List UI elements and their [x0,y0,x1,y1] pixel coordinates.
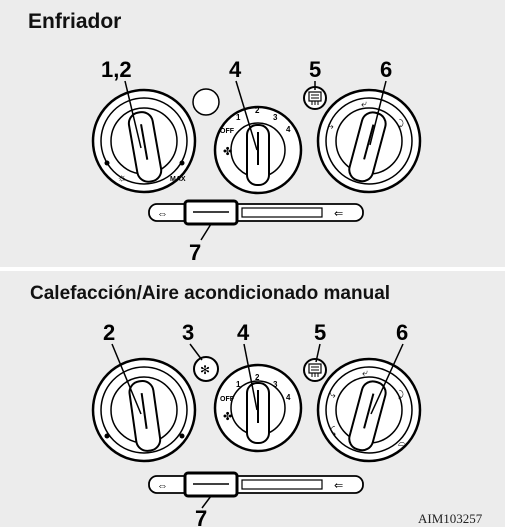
temperature-dial: ☼ MAX [91,88,197,194]
callout-1-2-leader [124,80,142,149]
callout-6-b: 6 [396,320,408,345]
fan-speed-dial: OFF 1 2 3 4 ✤ [213,105,303,195]
callout-7-b: 7 [195,506,207,527]
fan-icon-2: ✤ [223,411,232,423]
callout-7: 7 [189,240,201,265]
panel-divider [0,267,505,271]
vent-floor-defrost-icon-2: ⤹ [329,426,336,437]
callout-7-leader [200,223,212,241]
callout-4-b: 4 [237,320,250,345]
airflow-dial-2: ⤶ ⤷ ⤸ ⤹ ⌓ [316,357,422,463]
vent-floor-icon: ⤷ [328,121,334,132]
fan-tick-2: 2 [255,106,260,115]
callout-6: 6 [380,57,392,82]
air-intake-lever[interactable]: ⇔ ⇐ [148,199,364,226]
vent-bilevel-icon: ⤸ [398,119,405,130]
callout-4: 4 [229,57,242,82]
callout-5-b-leader [315,343,321,363]
fan-speed-dial-2: OFF 1 2 3 4 ✤ [213,363,303,453]
fan-tick-1-2: 1 [236,380,241,389]
temperature-dial-2 [91,357,197,463]
vent-face-icon-2: ⤶ [362,368,368,379]
fan-tick-off-2: OFF [220,396,235,403]
callout-4-b-leader [243,343,258,411]
callout-5-b: 5 [314,320,326,345]
car-fresh-icon-2: ⇐ [334,480,343,492]
defrost-icon [308,91,322,102]
callout-3: 3 [182,320,194,345]
defrost-icon-2 [308,363,322,374]
car-recirc-icon-2: ⇔ [157,480,168,492]
sun-icon: ☼ [117,172,127,184]
figure-id: AIM103257 [418,511,483,526]
fan-tick-3: 3 [273,113,278,122]
max-label: MAX [170,176,186,183]
snowflake-icon: ✻ [200,363,210,377]
fan-tick-4-2: 4 [286,393,291,402]
rear-defrost-button[interactable] [303,86,327,110]
callout-2-leader [111,343,142,415]
fan-tick-1: 1 [236,113,241,122]
cool-mark-icon [104,160,110,166]
car-recirc-icon: ⇔ [157,208,168,220]
panel-enfriador: ☼ MAX OFF 1 2 3 4 ✤ [91,57,422,265]
fan-tick-2-2: 2 [255,373,260,382]
blank-hole [192,88,220,116]
rear-defrost-button-2[interactable] [303,358,327,382]
fan-tick-off: OFF [220,128,235,135]
callout-7-b-leader [201,495,212,509]
fan-tick-3-2: 3 [273,380,278,389]
car-fresh-icon: ⇐ [334,208,343,220]
panel-title-calefaccion: Calefacción/Aire acondicionado manual [30,283,391,304]
vent-floor-icon-2: ⤸ [398,390,405,401]
panel-calefaccion: ✻ OFF 1 2 3 4 ✤ [91,320,422,527]
callout-6-b-leader [370,343,404,415]
callout-1-2: 1,2 [101,57,132,82]
callout-4-leader [235,80,258,151]
callout-5: 5 [309,57,321,82]
fan-tick-4: 4 [286,125,291,134]
vent-face-icon: ⤶ [361,99,367,110]
air-intake-lever-2[interactable]: ⇔ ⇐ [148,471,364,498]
fan-icon: ✤ [223,146,232,158]
callout-6-leader [369,80,387,146]
windshield-defrost-icon-2: ⌓ [398,438,406,449]
ac-button[interactable]: ✻ [193,356,219,382]
panel-title-enfriador: Enfriador [28,10,122,33]
airflow-dial: ⤶ ⤷ ⤸ [316,88,422,194]
callout-3-leader [189,343,203,361]
vent-bilevel-icon-2: ⤷ [330,390,336,401]
callout-2: 2 [103,320,115,345]
